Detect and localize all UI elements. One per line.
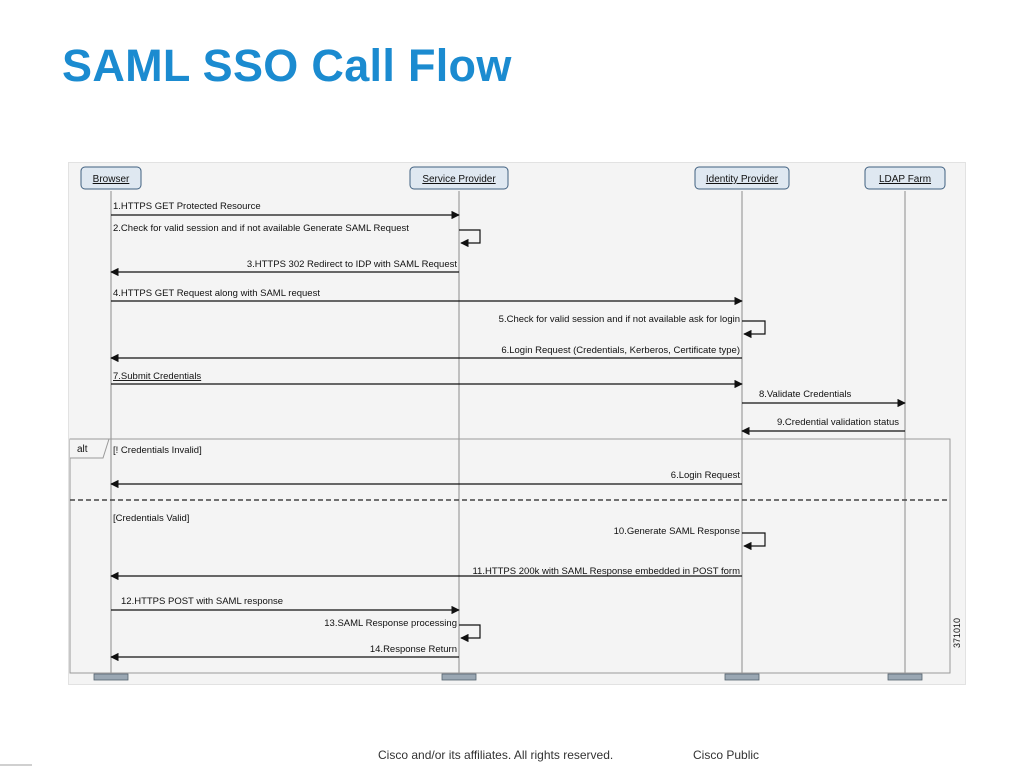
- message-3: 3.HTTPS 302 Redirect to IDP with SAML Re…: [110, 259, 459, 277]
- message-13: 12.HTTPS POST with SAML response: [111, 596, 460, 615]
- participant-browser-label: Browser: [93, 174, 130, 185]
- participant-identity-provider: Identity Provider: [694, 166, 790, 190]
- message-10-label: 6.Login Request: [671, 470, 741, 481]
- alt-guard-invalid: [! Credentials Invalid]: [113, 445, 202, 456]
- message-13-label: 12.HTTPS POST with SAML response: [121, 596, 283, 607]
- alt-fragment-tab: [70, 438, 110, 459]
- alt-keyword: alt: [77, 444, 88, 455]
- message-11: 10.Generate SAML Response: [614, 526, 766, 551]
- message-1: 1.HTTPS GET Protected Resource: [111, 201, 460, 220]
- terminator-identity-provider: [724, 673, 760, 681]
- participant-service-provider: Service Provider: [409, 166, 509, 190]
- alt-fragment-frame: [69, 438, 951, 674]
- message-12-label: 11.HTTPS 200k with SAML Response embedde…: [472, 566, 740, 577]
- participant-identity-provider-label: Identity Provider: [706, 174, 779, 185]
- footer-classification: Cisco Public: [693, 748, 760, 762]
- footer-rule: [0, 764, 32, 766]
- message-8-label: 8.Validate Credentials: [759, 389, 851, 400]
- figure-id: 371010: [952, 618, 962, 648]
- terminator-ldap-farm: [887, 673, 923, 681]
- participant-service-provider-label: Service Provider: [422, 174, 496, 185]
- message-4-label: 4.HTTPS GET Request along with SAML requ…: [113, 288, 320, 299]
- message-15-label: 14.Response Return: [370, 644, 457, 655]
- message-4: 4.HTTPS GET Request along with SAML requ…: [111, 288, 743, 306]
- message-2: 2.Check for valid session and if not ava…: [113, 223, 481, 248]
- message-14-label: 13.SAML Response processing: [324, 618, 457, 629]
- message-5: 5.Check for valid session and if not ava…: [499, 314, 766, 339]
- message-6: 6.Login Request (Credentials, Kerberos, …: [110, 345, 742, 363]
- terminator-service-provider: [441, 673, 477, 681]
- message-7: 7.Submit Credentials: [111, 371, 743, 389]
- alt-guard-valid: [Credentials Valid]: [113, 513, 189, 524]
- sequence-diagram-canvas: Browser Service Provider Identity Provid…: [69, 166, 962, 681]
- message-11-label: 10.Generate SAML Response: [614, 526, 740, 537]
- footer-copyright: Cisco and/or its affiliates. All rights …: [378, 748, 614, 762]
- sequence-diagram: Browser Service Provider Identity Provid…: [68, 162, 966, 685]
- message-10: 6.Login Request: [110, 470, 742, 489]
- participant-ldap-farm-label: LDAP Farm: [879, 174, 931, 185]
- message-6-label: 6.Login Request (Credentials, Kerberos, …: [501, 345, 740, 356]
- message-2-label: 2.Check for valid session and if not ava…: [113, 223, 409, 234]
- message-14: 13.SAML Response processing: [324, 618, 481, 643]
- slide-title: SAML SSO Call Flow: [62, 40, 512, 91]
- message-7-label: 7.Submit Credentials: [113, 371, 201, 382]
- message-8: 8.Validate Credentials: [742, 389, 906, 408]
- message-15: 14.Response Return: [110, 644, 459, 662]
- message-9: 9.Credential validation status: [741, 417, 905, 436]
- message-12: 11.HTTPS 200k with SAML Response embedde…: [110, 566, 742, 581]
- message-1-label: 1.HTTPS GET Protected Resource: [113, 201, 261, 212]
- terminator-browser: [93, 673, 129, 681]
- participant-browser: Browser: [80, 166, 142, 190]
- message-3-label: 3.HTTPS 302 Redirect to IDP with SAML Re…: [247, 259, 458, 270]
- message-5-label: 5.Check for valid session and if not ava…: [499, 314, 740, 325]
- message-9-label: 9.Credential validation status: [777, 417, 899, 428]
- participant-ldap-farm: LDAP Farm: [864, 166, 946, 190]
